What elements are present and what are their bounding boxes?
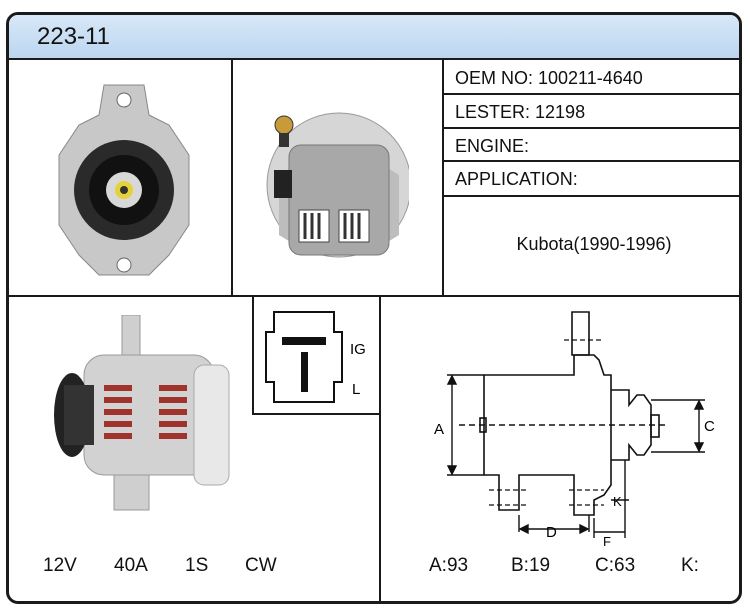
part-number-title: 223-11	[37, 23, 110, 50]
dimension-b-value: B:19	[511, 555, 551, 576]
oem-number: OEM NO: 100211-4640	[455, 68, 643, 88]
lester-number: LESTER: 12198	[455, 102, 586, 122]
grid-divider-horizontal	[9, 295, 739, 297]
connector-label-ig: IG	[350, 341, 366, 358]
dimension-a-value: A:93	[429, 555, 469, 576]
spec-divider-2	[442, 127, 739, 129]
product-card: 223-11 OEM NO: 100211-4640 LESTER: 12198…	[6, 12, 742, 604]
dimension-k-value: K:	[681, 555, 699, 576]
header-bar: 223-11	[9, 15, 739, 60]
application-value: Kubota(1990-1996)	[516, 234, 672, 254]
rotation-direction: CW	[245, 555, 277, 576]
grid-divider-v3	[379, 295, 381, 601]
grid-divider-v2	[442, 60, 444, 295]
grid-divider-v1	[231, 60, 233, 295]
dimension-c-value: C:63	[595, 555, 636, 576]
alternator-front-image	[58, 84, 190, 276]
spec-divider-3	[442, 160, 739, 162]
pulley-type: 1S	[185, 555, 209, 576]
dimension-label-k: K	[613, 494, 622, 509]
dimension-drawing: A C D K F	[434, 311, 715, 549]
alternator-rear-image	[266, 112, 409, 258]
engine-label: ENGINE:	[455, 136, 530, 156]
dimension-label-c: C	[704, 418, 715, 435]
connector-pin-ig	[282, 337, 326, 345]
dimension-label-f: F	[603, 534, 611, 549]
spec-divider-1	[442, 93, 739, 95]
connector-diagram: IG L	[265, 311, 366, 403]
amperage-rating: 40A	[114, 555, 148, 576]
alternator-side-image	[54, 315, 230, 511]
dimension-label-a: A	[434, 421, 444, 438]
connector-label-l: L	[352, 381, 360, 398]
application-label: APPLICATION:	[455, 169, 578, 189]
dimension-label-d: D	[546, 524, 557, 541]
connector-box	[252, 295, 381, 415]
voltage-rating: 12V	[43, 555, 77, 576]
connector-pin-l	[301, 352, 308, 392]
spec-divider-4	[442, 195, 739, 197]
